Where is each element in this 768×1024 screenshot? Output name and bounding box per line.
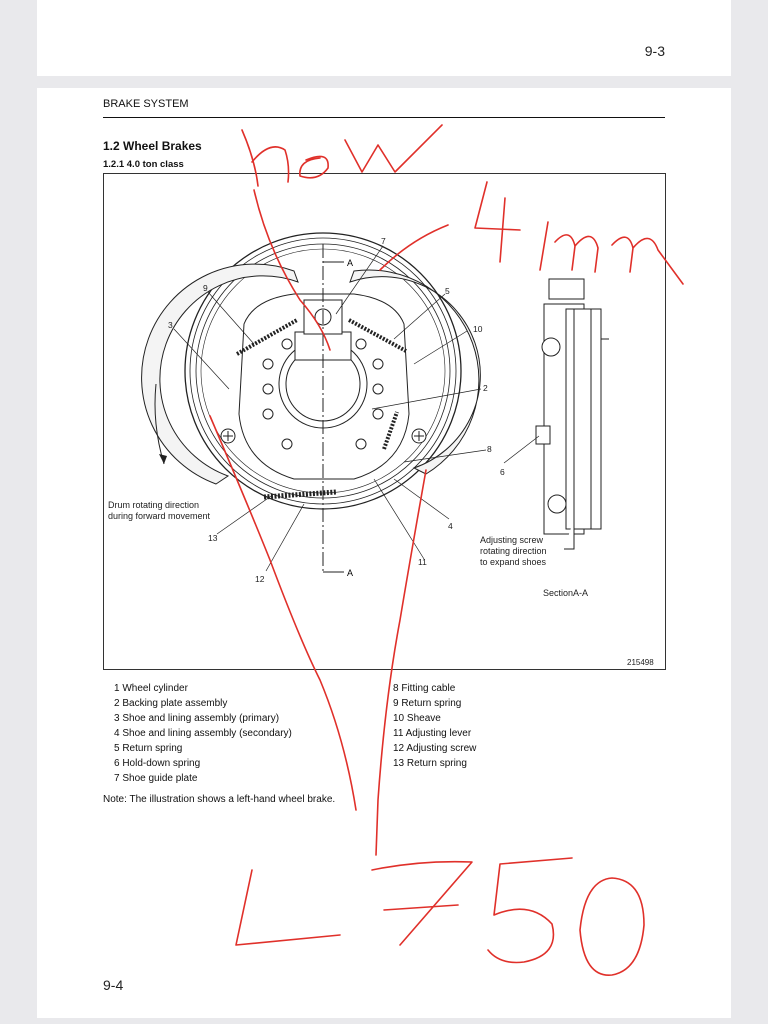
caption-adjust-line-1: Adjusting screw bbox=[480, 535, 544, 545]
legend-item: 12 Adjusting screw bbox=[393, 743, 477, 754]
caption-drum-line-2: during forward movement bbox=[108, 511, 211, 521]
callout-4: 4 bbox=[448, 521, 453, 531]
caption-drum-direction: Drum rotating direction during forward m… bbox=[108, 500, 211, 521]
section-heading: 1.2 Wheel Brakes bbox=[103, 139, 202, 153]
legend-item: 8 Fitting cable bbox=[393, 683, 456, 694]
legend-item: 10 Sheave bbox=[393, 713, 441, 724]
legend-item: 9 Return spring bbox=[393, 698, 462, 709]
legend-item: 1 Wheel cylinder bbox=[114, 683, 188, 694]
callout-13: 13 bbox=[208, 533, 218, 543]
brake-diagram: A A bbox=[103, 173, 666, 670]
callout-12: 12 bbox=[255, 574, 265, 584]
section-subheading: 1.2.1 4.0 ton class bbox=[103, 159, 184, 170]
callout-3: 3 bbox=[168, 320, 173, 330]
callout-8: 8 bbox=[487, 444, 492, 454]
legend-item: 7 Shoe guide plate bbox=[114, 773, 198, 784]
callout-7: 7 bbox=[381, 236, 386, 246]
callout-6: 6 bbox=[500, 467, 505, 477]
page-number: 9-4 bbox=[103, 977, 124, 993]
legend-item: 5 Return spring bbox=[114, 743, 183, 754]
note-text: Note: The illustration shows a left-hand… bbox=[103, 794, 336, 805]
caption-adjust-line-2: rotating direction bbox=[480, 546, 547, 556]
section-view bbox=[535, 278, 609, 550]
caption-adjusting-screw: Adjusting screw rotating direction to ex… bbox=[480, 535, 549, 567]
section-marker-bottom: A bbox=[347, 568, 353, 578]
page-number: 9-3 bbox=[644, 43, 665, 59]
legend-right: 8 Fitting cable 9 Return spring 10 Sheav… bbox=[393, 681, 476, 771]
legend-item: 3 Shoe and lining assembly (primary) bbox=[114, 713, 280, 724]
legend-item: 11 Adjusting lever bbox=[393, 728, 472, 739]
callout-10: 10 bbox=[473, 324, 483, 334]
figure-id: 215498 bbox=[627, 658, 654, 667]
section-header: BRAKE SYSTEM bbox=[103, 98, 189, 110]
section-label: SectionA-A bbox=[543, 588, 588, 598]
callout-2: 2 bbox=[483, 383, 488, 393]
callout-11: 11 bbox=[418, 557, 427, 567]
caption-drum-line-1: Drum rotating direction bbox=[108, 500, 199, 510]
callout-9: 9 bbox=[203, 283, 208, 293]
legend-item: 6 Hold-down spring bbox=[114, 758, 201, 769]
section-marker-top: A bbox=[347, 258, 353, 268]
legend-item: 2 Backing plate assembly bbox=[114, 698, 228, 709]
page-top: 9-3 bbox=[37, 0, 731, 76]
callout-5: 5 bbox=[445, 286, 450, 296]
legend-left: 1 Wheel cylinder 2 Backing plate assembl… bbox=[114, 681, 292, 786]
page-main: BRAKE SYSTEM 1.2 Wheel Brakes 1.2.1 4.0 … bbox=[37, 88, 731, 1018]
legend-item: 4 Shoe and lining assembly (secondary) bbox=[114, 728, 292, 739]
header-rule bbox=[103, 117, 665, 118]
legend-item: 13 Return spring bbox=[393, 758, 467, 769]
caption-adjust-line-3: to expand shoes bbox=[480, 557, 547, 567]
